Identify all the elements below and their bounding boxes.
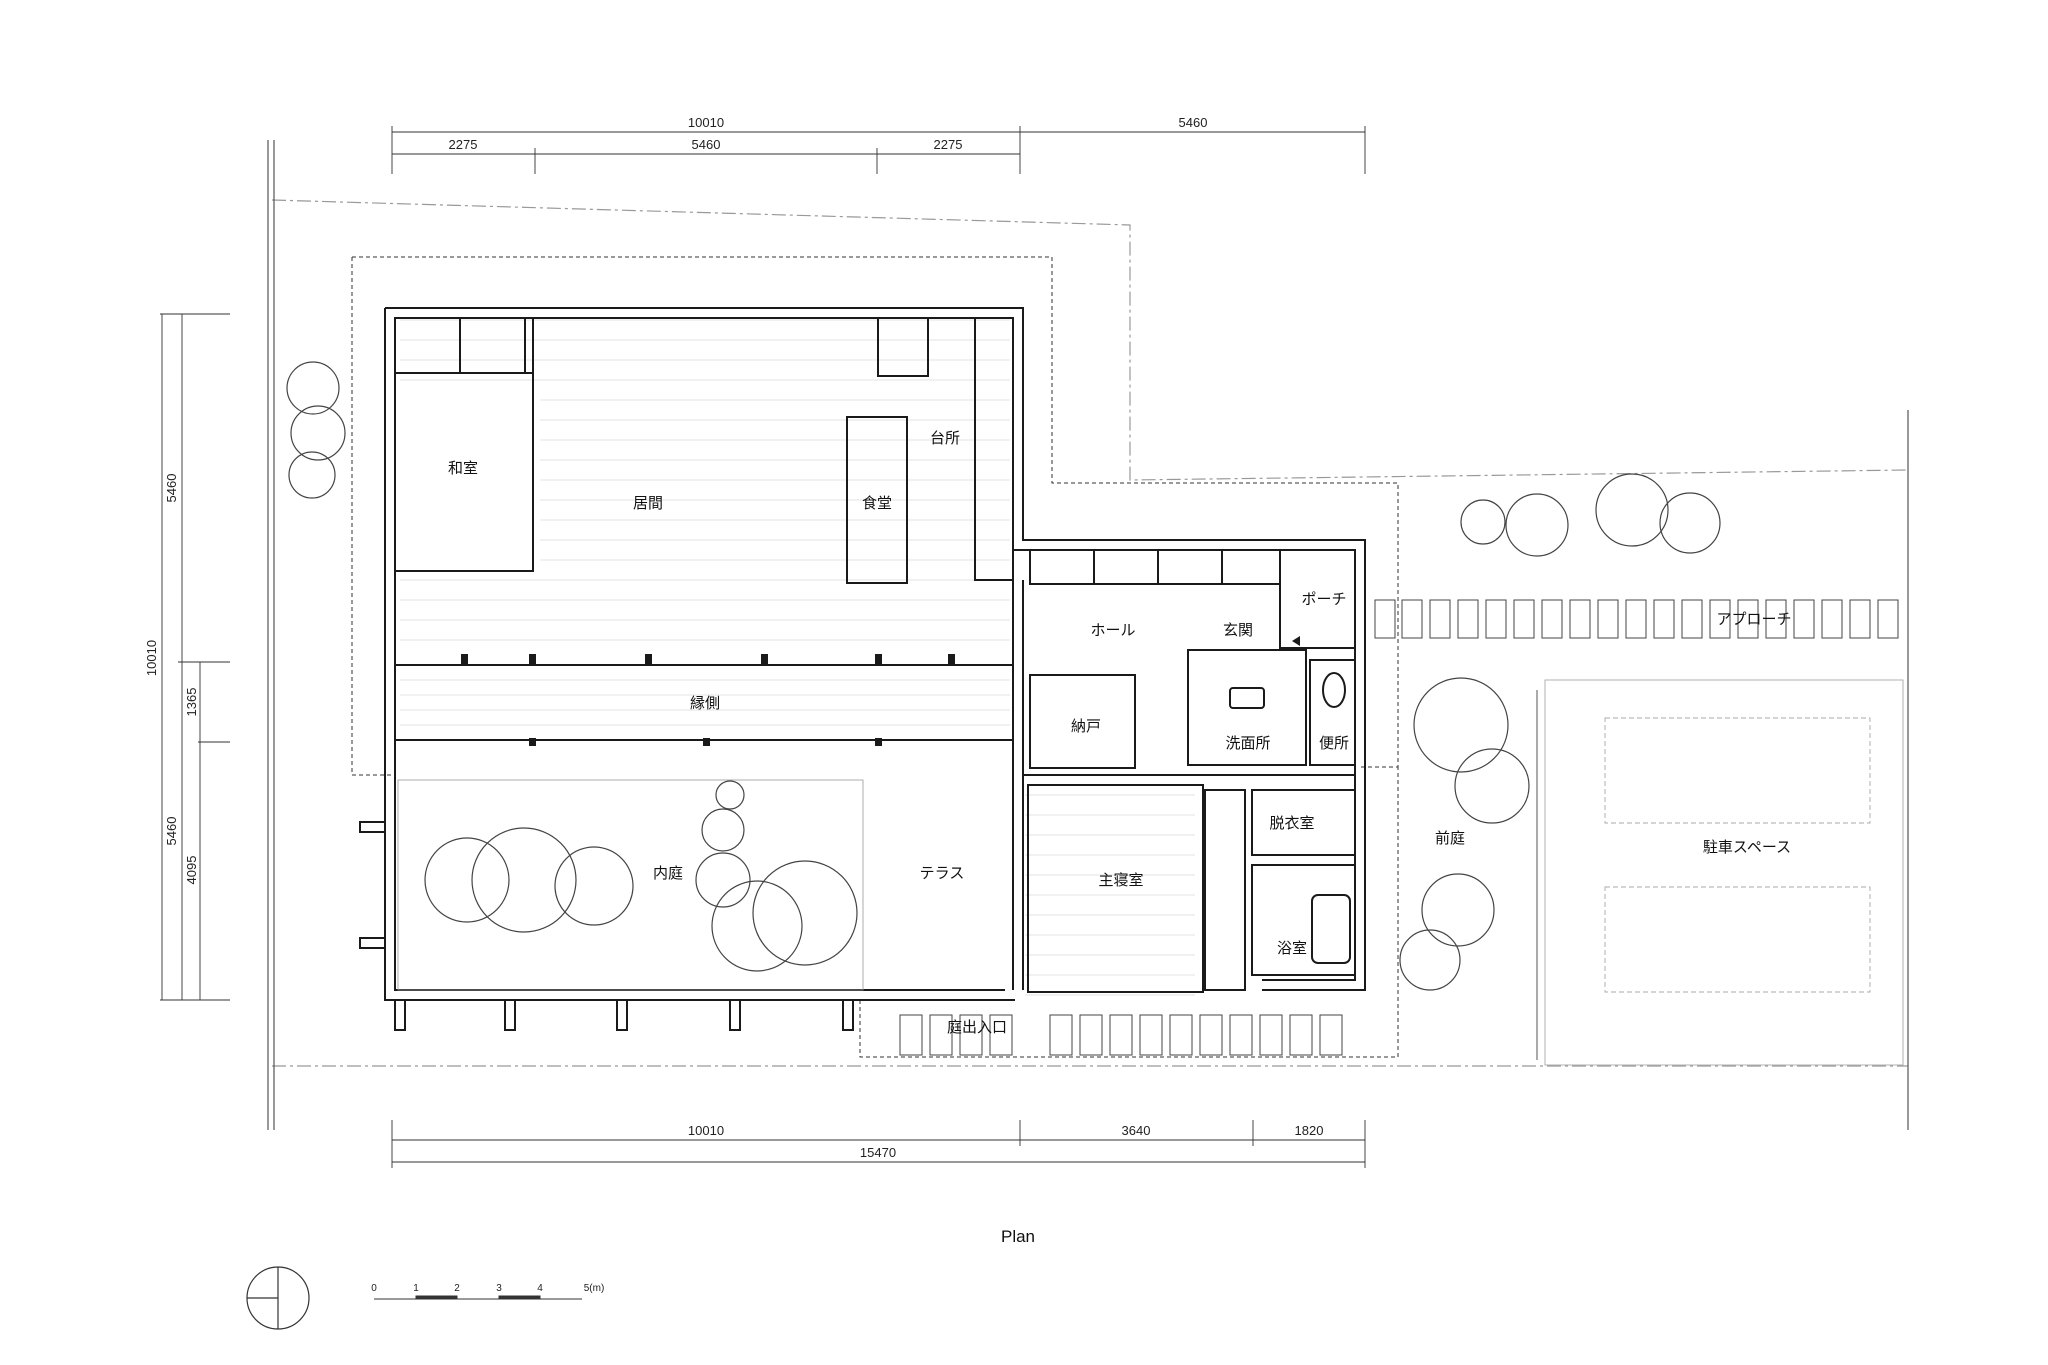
room-washitsu: 和室: [448, 459, 478, 477]
dim-top-right: 5460: [1179, 115, 1208, 130]
dim-bottom-total: 15470: [860, 1145, 896, 1160]
scale-label-1: 1: [413, 1283, 419, 1294]
courtyard-trees: [424, 780, 858, 972]
entrance-arrow-icon: [1292, 636, 1300, 646]
room-terrace: テラス: [920, 864, 965, 882]
room-porch: ポーチ: [1301, 590, 1346, 608]
room-shokudo: 食堂: [862, 494, 892, 512]
scale-label-3: 3: [496, 1283, 502, 1294]
dim-left-lower: 5460: [164, 817, 179, 846]
scale-label-4: 4: [537, 1283, 543, 1294]
room-benjo: 便所: [1319, 734, 1349, 752]
dimension-lines: [160, 126, 1366, 1168]
room-naka-niwa: 内庭: [653, 864, 683, 882]
dim-left-low: 4095: [184, 856, 199, 885]
dim-left-upper: 5460: [164, 474, 179, 503]
room-genkan: 玄関: [1223, 621, 1253, 639]
dim-top-b: 5460: [692, 137, 721, 152]
eave-outline: [351, 256, 1399, 1058]
room-datsuishitsu: 脱衣室: [1269, 814, 1314, 832]
buttress-walls: [359, 821, 854, 1031]
floor-boards: [400, 319, 1195, 996]
room-daidokoro: 台所: [930, 429, 960, 447]
room-yokushitsu: 浴室: [1277, 939, 1307, 957]
courtyard-area: [397, 779, 864, 991]
scale-bar: [374, 1295, 582, 1300]
garden-entrance-pavers: [899, 1014, 1343, 1056]
parking-area: [1544, 679, 1904, 1066]
dim-bottom-a: 10010: [688, 1123, 724, 1138]
property-boundary: [271, 199, 1909, 1067]
north-arrow-icon: [246, 1266, 310, 1330]
columns: [461, 654, 955, 746]
dim-bottom-c: 1820: [1295, 1123, 1324, 1138]
room-niwa-deiriguchi: 庭出入口: [947, 1018, 1007, 1036]
dim-bottom-b: 3640: [1122, 1123, 1151, 1138]
room-hall: ホール: [1090, 621, 1135, 639]
scale-label-2: 2: [454, 1283, 460, 1294]
dim-top-a: 2275: [449, 137, 478, 152]
dim-top-overall: 10010: [688, 115, 724, 130]
dim-left-mid: 1365: [184, 688, 199, 717]
room-parking: 駐車スペース: [1703, 838, 1791, 856]
room-ima: 居間: [633, 494, 663, 512]
room-shushinshitsu: 主寝室: [1098, 871, 1143, 889]
approach-pavers: [1374, 599, 1899, 639]
dim-left-overall: 10010: [144, 640, 159, 676]
scale-label-0: 0: [371, 1283, 377, 1294]
room-nando: 納戸: [1071, 717, 1101, 735]
scale-label-5: 5(m): [584, 1283, 605, 1294]
room-senmenjo: 洗面所: [1225, 734, 1270, 752]
building-walls: [384, 307, 1366, 1001]
room-engawa: 縁側: [690, 694, 720, 712]
exterior-trees: [286, 361, 1721, 991]
room-mae-niwa: 前庭: [1435, 829, 1465, 847]
dim-top-c: 2275: [934, 137, 963, 152]
plan-title: Plan: [1001, 1227, 1035, 1246]
room-approach: アプローチ: [1716, 610, 1791, 628]
site-edges: [267, 140, 1909, 1130]
